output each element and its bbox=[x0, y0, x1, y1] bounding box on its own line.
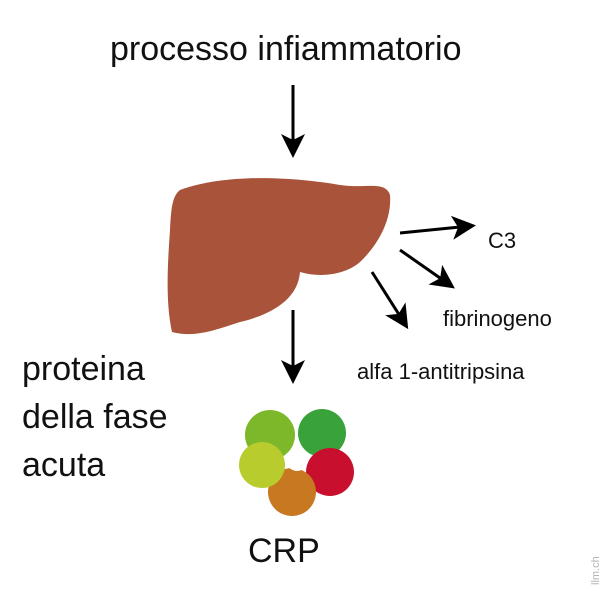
liver-shape bbox=[167, 178, 391, 335]
arrow-to-alfa1 bbox=[370, 271, 409, 330]
crp-subunit-green bbox=[298, 409, 346, 457]
output-c3: C3 bbox=[488, 228, 517, 253]
label-proteina: proteina bbox=[22, 350, 145, 388]
crp-subunit-red bbox=[306, 448, 354, 496]
label-acuta: acuta bbox=[22, 446, 106, 484]
crp-subunit-yellow bbox=[239, 442, 285, 488]
crp-pentamer bbox=[239, 409, 354, 516]
output-alfa1-antitripsina: alfa 1-antitripsina bbox=[357, 359, 525, 384]
arrow-to-c3 bbox=[399, 215, 476, 240]
arrow-to-fibrinogeno bbox=[399, 248, 455, 289]
crp-subunit-orange bbox=[268, 468, 316, 516]
label-della-fase: della fase bbox=[22, 398, 168, 436]
watermark: llm.ch bbox=[590, 556, 602, 585]
title-inflammation: processo infiammatorio bbox=[110, 30, 462, 68]
label-crp: CRP bbox=[248, 532, 320, 570]
output-fibrinogeno: fibrinogeno bbox=[443, 306, 552, 331]
crp-center-hole bbox=[286, 449, 308, 471]
